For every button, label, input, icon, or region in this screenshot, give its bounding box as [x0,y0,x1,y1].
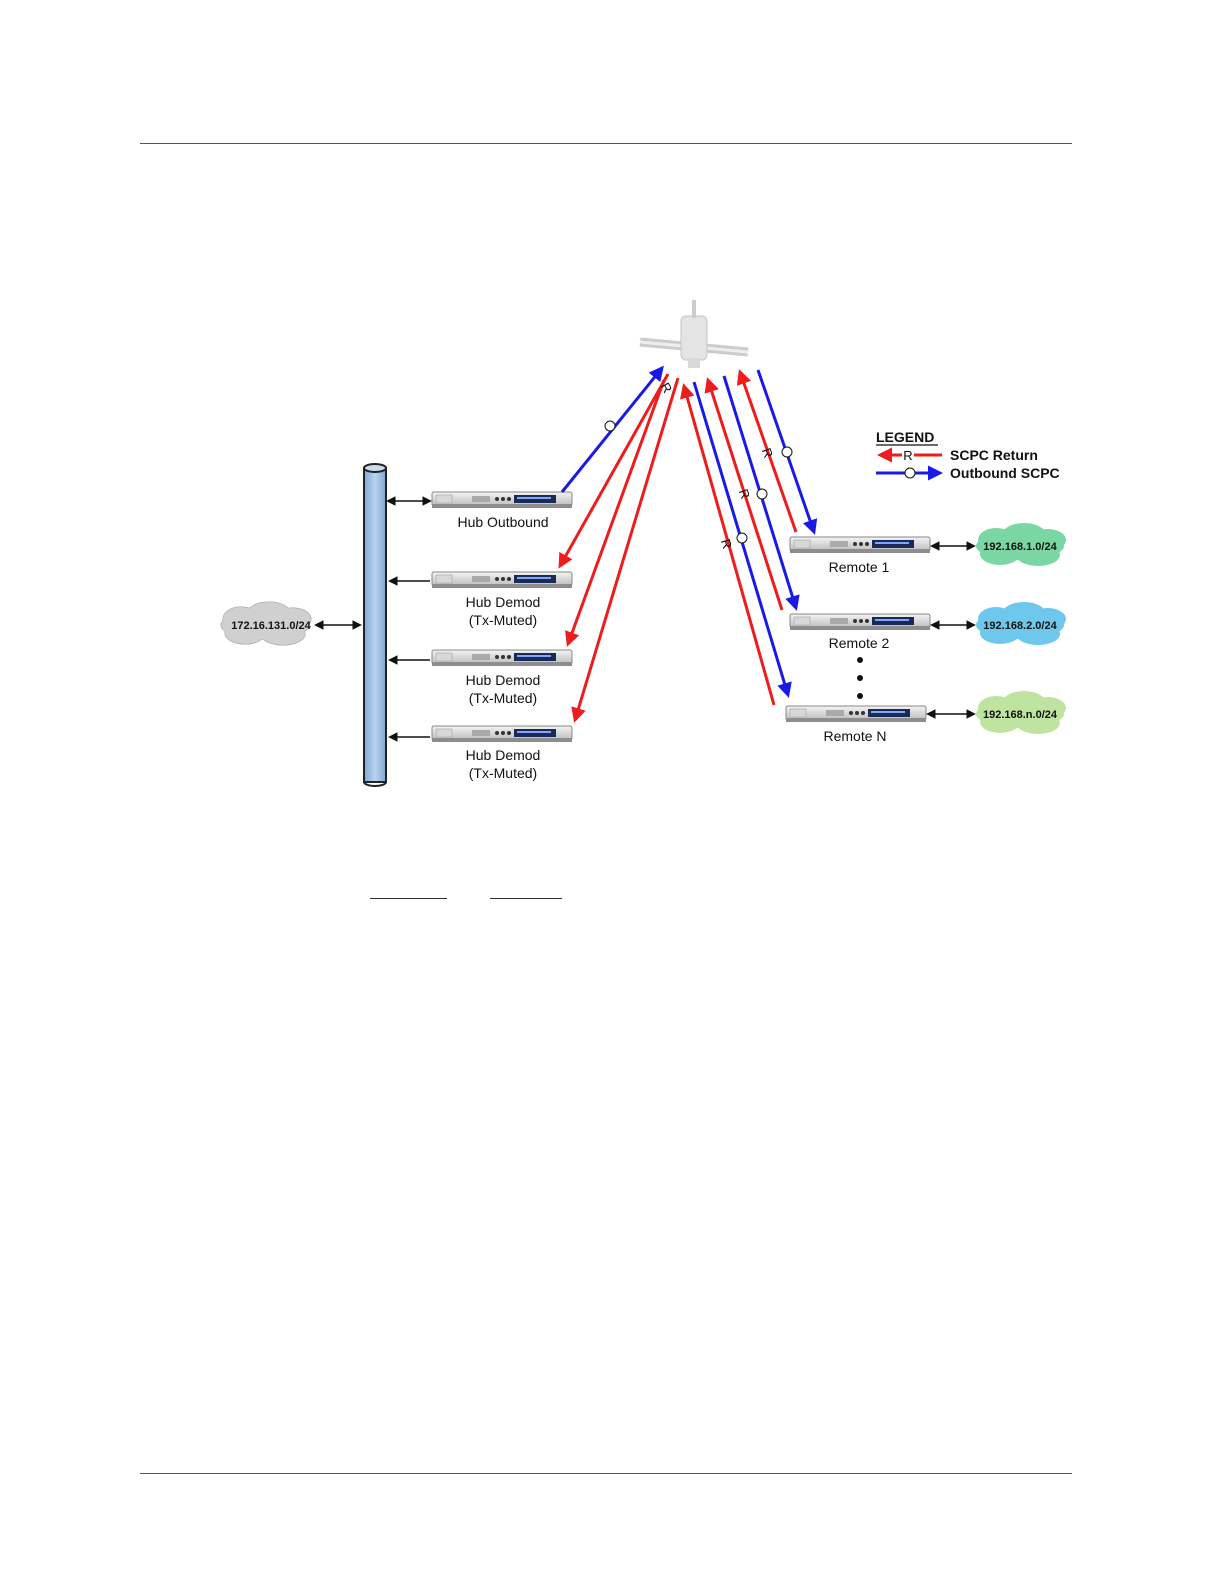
remote-n-device: Remote N [786,706,926,744]
legend-return-tag: R [903,448,912,463]
hub-outbound-label: Hub Outbound [457,514,548,530]
legend-title: LEGEND [876,429,934,445]
hub-demod-3-downlink [575,378,678,720]
hub-demod-device-1: Hub Demod (Tx-Muted) [432,572,572,628]
hub-demod-3-name: Hub Demod [466,747,541,763]
legend: LEGEND R SCPC Return Outbound SCPC [876,429,1060,481]
legend-return-label: SCPC Return [950,447,1038,463]
hub-demod-2-name: Hub Demod [466,672,541,688]
hub-demod-2-state: (Tx-Muted) [469,690,537,706]
hub-demod-device-3: Hub Demod (Tx-Muted) [432,726,572,781]
hub-outbound-device: Hub Outbound [432,492,572,530]
ellipsis-dots [857,657,863,699]
remote-1-network-cloud: 192.168.1.0/24 [976,523,1066,566]
hub-demod-2-downlink [568,380,664,644]
tag-r-remote-2: R [736,487,753,501]
remote-2-device: Remote 2 [790,614,930,651]
hub-demod-device-2: Hub Demod (Tx-Muted) [432,650,572,706]
tag-r-remote-1: R [759,446,776,460]
remote-n-label: Remote N [823,728,886,744]
hub-demod-1-name: Hub Demod [466,594,541,610]
remote-1-device: Remote 1 [790,537,930,575]
remote-n-network-cloud: 192.168.n.0/24 [976,691,1066,734]
hub-demod-3-state: (Tx-Muted) [469,765,537,781]
tag-r-remote-n: R [718,537,735,551]
remote-1-network-label: 192.168.1.0/24 [983,541,1057,553]
remote-2-label: Remote 2 [829,635,890,651]
remote-n-network-label: 192.168.n.0/24 [983,709,1058,721]
hub-network-cloud: 172.16.131.0/24 [221,602,312,645]
remote-2-network-label: 192.168.2.0/24 [983,620,1057,632]
satellite-icon [640,300,748,368]
legend-outbound-label: Outbound SCPC [950,465,1060,481]
remote-2-network-cloud: 192.168.2.0/24 [976,602,1066,645]
hub-network-label: 172.16.131.0/24 [231,620,311,632]
remote-1-label: Remote 1 [829,559,890,575]
hub-lan-bus [364,464,386,786]
hub-demod-1-state: (Tx-Muted) [469,612,537,628]
